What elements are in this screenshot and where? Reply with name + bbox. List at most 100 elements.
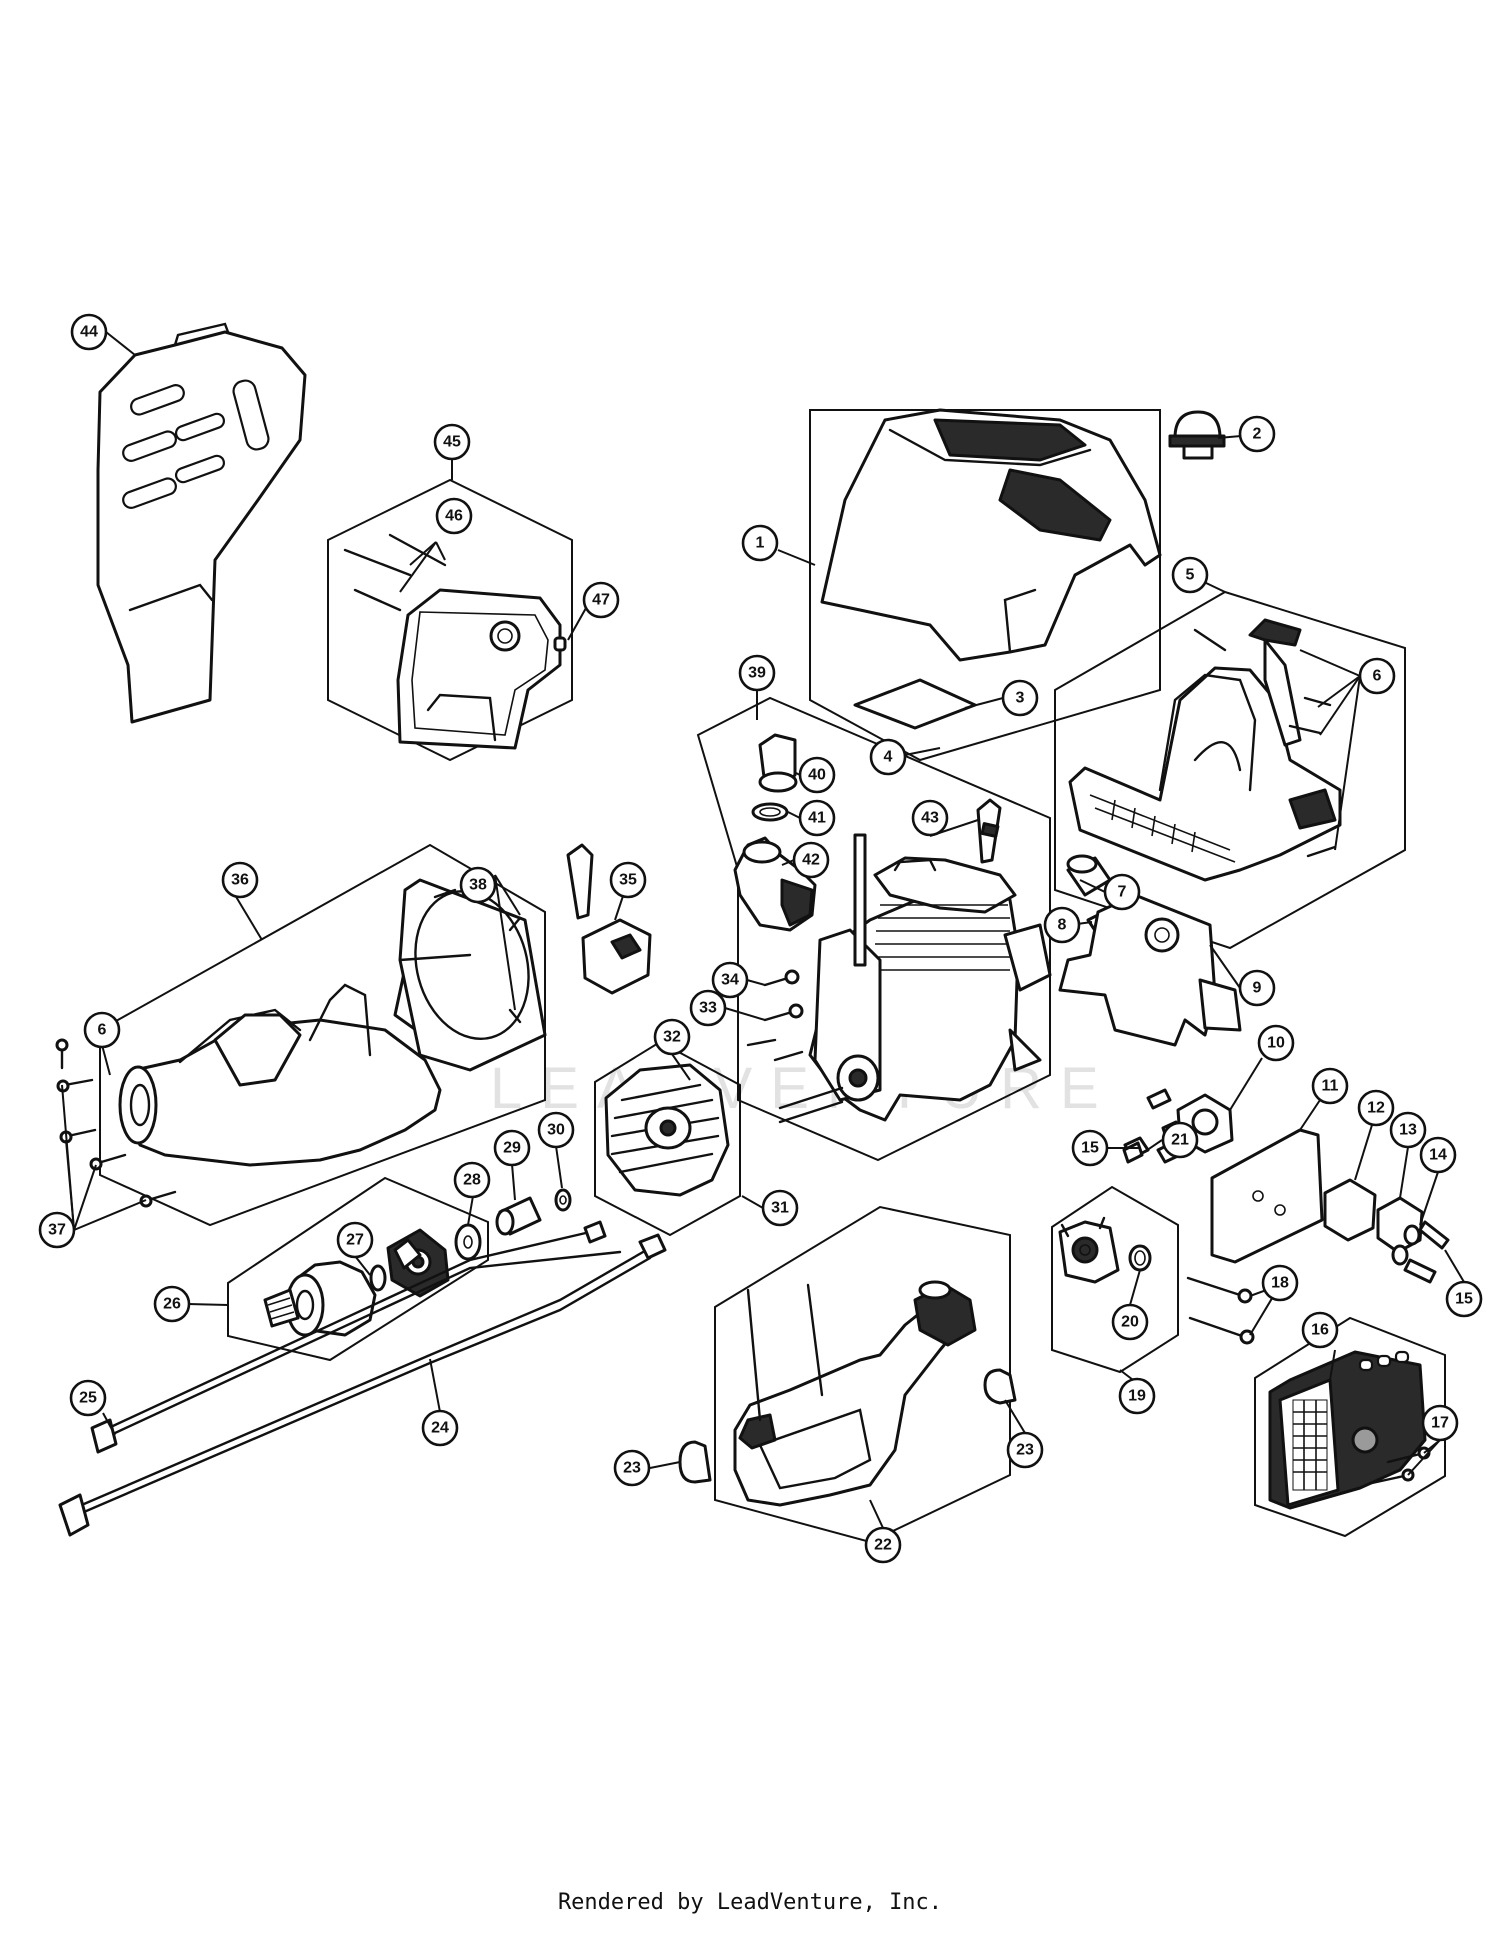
part-43-spark-plug bbox=[976, 798, 1002, 864]
callout-11: 11 bbox=[1311, 1067, 1349, 1105]
svg-text:19: 19 bbox=[1128, 1388, 1146, 1405]
part-2-primer-bulb bbox=[1168, 410, 1226, 460]
part-28-washer bbox=[454, 1223, 482, 1261]
part-30-washer bbox=[554, 1188, 572, 1212]
svg-text:35: 35 bbox=[619, 872, 637, 889]
part-18-carb-bolts bbox=[1186, 1276, 1255, 1345]
callout-24: 24 bbox=[421, 1409, 459, 1447]
svg-text:5: 5 bbox=[1186, 567, 1195, 584]
callout-14: 14 bbox=[1419, 1136, 1457, 1174]
callout-12: 12 bbox=[1357, 1089, 1395, 1127]
svg-text:40: 40 bbox=[808, 767, 826, 784]
callout-35: 35 bbox=[609, 861, 647, 899]
svg-text:37: 37 bbox=[48, 1222, 66, 1239]
callout-42: 42 bbox=[792, 841, 830, 879]
callout-32: 32 bbox=[653, 1018, 691, 1056]
part-5-starter-housing bbox=[1068, 618, 1342, 882]
part-40-intake-fitting bbox=[758, 733, 798, 793]
callout-47: 47 bbox=[582, 581, 620, 619]
callout-15-spacer: 15 bbox=[1071, 1129, 1109, 1167]
callout-45: 45 bbox=[433, 423, 471, 461]
callout-46: 46 bbox=[435, 497, 473, 535]
part-clutch-shoes bbox=[386, 1228, 450, 1298]
svg-text:24: 24 bbox=[431, 1420, 449, 1437]
part-23-grommets bbox=[678, 1368, 1017, 1484]
callout-31: 31 bbox=[761, 1189, 799, 1227]
callout-9: 9 bbox=[1238, 969, 1276, 1007]
box-clutch-housing bbox=[99, 843, 546, 1227]
callout-1: 1 bbox=[741, 524, 779, 562]
svg-text:47: 47 bbox=[592, 592, 610, 609]
part-39-crankcase-assembly bbox=[778, 833, 1052, 1124]
svg-text:25: 25 bbox=[79, 1390, 97, 1407]
callout-7: 7 bbox=[1103, 873, 1141, 911]
svg-text:7: 7 bbox=[1118, 884, 1127, 901]
box-engine-cover bbox=[809, 409, 1161, 762]
callout-38: 38 bbox=[459, 866, 497, 904]
part-11-heat-shield bbox=[1210, 1128, 1324, 1264]
box-clutch bbox=[227, 1176, 489, 1362]
callout-40: 40 bbox=[798, 756, 836, 794]
callout-37: 37 bbox=[38, 1211, 76, 1249]
svg-text:33: 33 bbox=[699, 1000, 717, 1017]
svg-text:44: 44 bbox=[80, 324, 98, 341]
svg-text:22: 22 bbox=[874, 1537, 892, 1554]
callout-16: 16 bbox=[1301, 1311, 1339, 1349]
part-16-muffler bbox=[1268, 1350, 1427, 1510]
callout-28: 28 bbox=[453, 1161, 491, 1199]
callout-5: 5 bbox=[1171, 556, 1209, 594]
svg-text:31: 31 bbox=[771, 1200, 789, 1217]
box-carburetor bbox=[1051, 1185, 1179, 1374]
callout-36: 36 bbox=[221, 861, 259, 899]
svg-text:2: 2 bbox=[1253, 426, 1262, 443]
part-19-carburetor bbox=[1058, 1216, 1120, 1284]
svg-text:16: 16 bbox=[1311, 1322, 1329, 1339]
part-45-air-filter-cover bbox=[343, 533, 567, 750]
callout-4: 4 bbox=[869, 738, 907, 776]
part-12-reed-block bbox=[1323, 1178, 1377, 1242]
part-33-34-bolts bbox=[746, 969, 804, 1062]
part-35-ignition-coil bbox=[566, 843, 652, 995]
svg-text:6: 6 bbox=[98, 1022, 107, 1039]
box-fuel-tank bbox=[714, 1205, 1011, 1544]
svg-text:27: 27 bbox=[346, 1232, 364, 1249]
callout-23-right: 23 bbox=[1006, 1431, 1044, 1469]
svg-text:23: 23 bbox=[1016, 1442, 1034, 1459]
svg-text:23: 23 bbox=[623, 1460, 641, 1477]
part-9-carb-adapter bbox=[1058, 893, 1242, 1047]
svg-text:41: 41 bbox=[808, 810, 826, 827]
callout-17: 17 bbox=[1421, 1404, 1459, 1442]
part-14-washers-screws bbox=[1391, 1220, 1450, 1284]
callout-8: 8 bbox=[1043, 906, 1081, 944]
svg-text:42: 42 bbox=[802, 852, 820, 869]
part-7-bushing bbox=[1066, 854, 1112, 897]
svg-text:4: 4 bbox=[884, 749, 893, 766]
svg-text:11: 11 bbox=[1322, 1078, 1339, 1095]
callout-21: 21 bbox=[1161, 1121, 1199, 1159]
svg-text:12: 12 bbox=[1367, 1100, 1385, 1117]
callout-15-reed: 15 bbox=[1445, 1280, 1483, 1318]
svg-text:9: 9 bbox=[1253, 980, 1262, 997]
part-26-clutch-drum bbox=[263, 1260, 377, 1337]
svg-text:39: 39 bbox=[748, 665, 766, 682]
svg-text:43: 43 bbox=[921, 810, 939, 827]
part-27-washer bbox=[369, 1264, 387, 1292]
callout-6-starter: 6 bbox=[1358, 657, 1396, 695]
leader-lines bbox=[61, 331, 1465, 1529]
callout-33: 33 bbox=[689, 989, 727, 1027]
svg-text:1: 1 bbox=[756, 535, 765, 552]
box-muffler bbox=[1254, 1316, 1446, 1538]
svg-text:32: 32 bbox=[663, 1029, 681, 1046]
box-air-filter bbox=[327, 478, 573, 762]
callout-26: 26 bbox=[153, 1285, 191, 1323]
svg-text:34: 34 bbox=[721, 972, 739, 989]
callout-27: 27 bbox=[336, 1221, 374, 1259]
svg-text:14: 14 bbox=[1429, 1147, 1447, 1164]
callout-10: 10 bbox=[1257, 1024, 1295, 1062]
part-3-gasket bbox=[853, 678, 977, 730]
callout-13: 13 bbox=[1389, 1111, 1427, 1149]
part-29-bushing bbox=[495, 1196, 542, 1236]
part-38-screws bbox=[433, 888, 522, 1024]
part-20-o-ring bbox=[1128, 1244, 1152, 1272]
callout-44: 44 bbox=[70, 313, 108, 351]
